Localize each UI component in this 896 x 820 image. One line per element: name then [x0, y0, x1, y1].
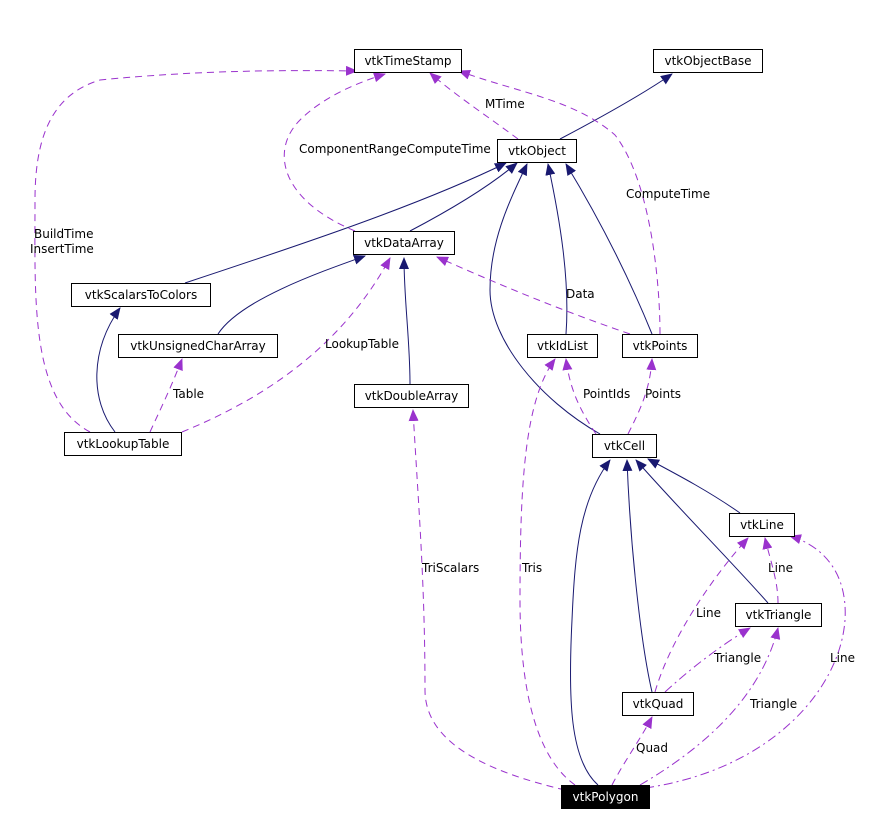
- edge-polygon-triscalars-doublearray: [408, 409, 566, 791]
- edge-polygon-tris-idlist: [519, 358, 576, 786]
- edge-triangle-to-cell: [635, 459, 769, 604]
- edge-cell-to-object: [489, 163, 601, 435]
- edge-line-to-cell: [647, 458, 741, 514]
- node-vtk-double-array[interactable]: vtkDoubleArray: [354, 384, 469, 408]
- node-vtk-time-stamp[interactable]: vtkTimeStamp: [354, 49, 462, 73]
- edge-doublearray-to-dataarray: [399, 257, 411, 385]
- edge-cell-points-points: [627, 358, 657, 435]
- edge-dataarray-to-object: [409, 162, 518, 232]
- edge-object-mtime-timestamp: [429, 72, 519, 140]
- edge-scalarstocolors-to-object: [184, 162, 507, 284]
- node-vtk-triangle[interactable]: vtkTriangle: [735, 603, 822, 627]
- edge-idlist-to-object: [545, 163, 568, 335]
- edge-object-to-objectbase: [559, 73, 673, 140]
- edge-polygon-quad-quad: [611, 716, 653, 786]
- node-vtk-id-list[interactable]: vtkIdList: [527, 334, 598, 358]
- node-vtk-data-array[interactable]: vtkDataArray: [353, 231, 455, 255]
- node-vtk-polygon[interactable]: vtkPolygon: [561, 785, 650, 809]
- edge-points-to-object: [565, 163, 653, 335]
- edge-dataarray-componentrange-timestamp: [283, 72, 386, 232]
- edge-quad-line-line: [654, 537, 749, 693]
- edge-polygon-to-cell: [569, 459, 611, 786]
- node-vtk-object[interactable]: vtkObject: [497, 139, 577, 163]
- node-vtk-quad[interactable]: vtkQuad: [622, 692, 694, 716]
- node-vtk-scalars-to-colors[interactable]: vtkScalarsToColors: [71, 283, 211, 307]
- node-vtk-lookup-table[interactable]: vtkLookupTable: [64, 432, 182, 456]
- node-vtk-points[interactable]: vtkPoints: [622, 334, 698, 358]
- edge-quad-triangle-triangle: [664, 627, 751, 693]
- edge-unsignedchararray-to-dataarray: [217, 254, 366, 335]
- node-vtk-line[interactable]: vtkLine: [729, 513, 795, 537]
- edge-polygon-triangle-triangle: [639, 627, 781, 786]
- edge-polygon-line-line: [644, 534, 846, 789]
- node-vtk-cell[interactable]: vtkCell: [592, 434, 657, 458]
- edge-points-computetime-timestamp: [458, 70, 661, 335]
- node-vtk-object-base[interactable]: vtkObjectBase: [653, 49, 763, 73]
- edge-triangle-line-line: [762, 537, 779, 604]
- edge-lookuptable-buildtime-timestamp: [34, 65, 358, 433]
- edge-lookuptable-table-unsignedchararray: [149, 358, 183, 433]
- edge-points-data-dataarray: [436, 256, 631, 335]
- edge-quad-to-cell: [622, 459, 653, 693]
- edge-cell-pointids-idlist: [562, 358, 597, 435]
- edge-lookuptable-to-scalarstocolors: [96, 307, 121, 433]
- node-vtk-unsigned-char-array[interactable]: vtkUnsignedCharArray: [118, 334, 278, 358]
